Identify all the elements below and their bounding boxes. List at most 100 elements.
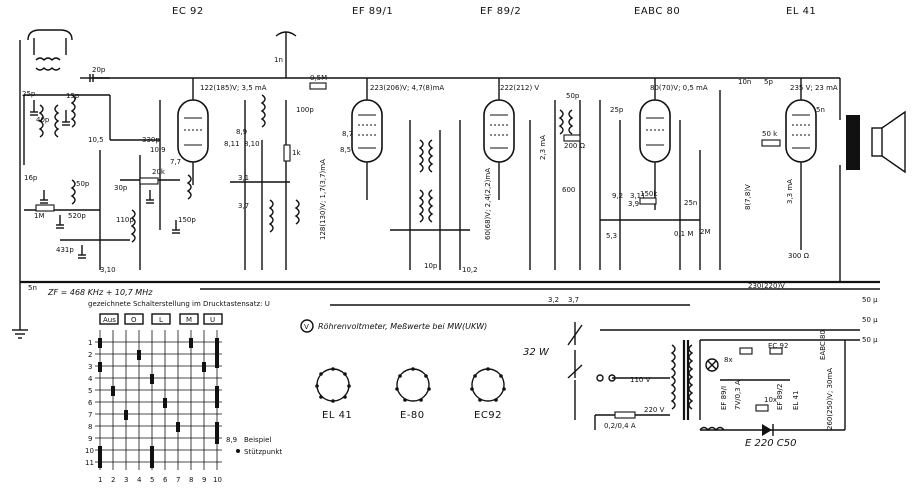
stage1-coils [230,94,300,270]
matrix-col-7: 7 [176,476,180,484]
resistor-150k [639,197,657,205]
res-label-0-5m: 0,5M [310,74,327,82]
cap-label-50u-1: 50 μ [862,296,878,304]
current-el41: 3,3 mA [786,179,794,204]
heater-label-eabc80: EABC 80 [819,330,827,360]
resistor-200 [563,134,581,142]
cap-label-5n: 5n [28,284,37,292]
res-label-0-1m: 0,1 M [674,230,693,238]
socket-label-el41: EL 41 [322,410,352,421]
legend-junction-dot [236,449,240,453]
matrix-row-4: 4 [88,375,93,383]
tube-el41 [785,78,817,250]
switch-label-8-5: 8,5 [340,146,351,154]
matrix-row-5: 5 [88,387,92,395]
fm-antenna-symbol [275,31,297,78]
cap-label-330p: 330p [142,136,160,144]
res-label-20k: 20k [152,168,166,176]
cap-label-10n: 10n [738,78,751,86]
tube-label-ef89-1: EF 89/1 [352,6,393,17]
matrix-header-u: U [210,316,215,324]
matrix-col-9: 9 [202,476,206,484]
tube-ec92 [177,78,209,185]
cap-label-10p: 10p [424,262,438,270]
switch-label-3-7-bottom: 3,7 [568,296,579,304]
voltmeter-note: Röhrenvoltmeter, Meßwerte bei MW(UKW) [318,322,487,331]
psu-voltage: 260(250)V; 30mA [826,368,834,430]
socket-label-ec92: EC92 [474,410,502,421]
output-transformer [839,78,860,282]
cap-label-5p: 5p [764,78,773,86]
matrix-row-9: 9 [88,435,92,443]
switch-label-8-10: 8,10 [244,140,260,148]
matrix-header-aus: Aus [103,316,116,324]
resistor-50k [761,139,781,147]
resistor-20k [139,177,159,185]
loudspeaker [871,110,906,174]
voltage-eabc80: 80(70)V; 0,5 mA [650,84,708,92]
matrix-row-2: 2 [88,351,92,359]
cap-label-25n: 25n [684,199,697,207]
matrix-col-5: 5 [150,476,154,484]
switch-label-8-7: 8,7 [342,130,353,138]
cap-label-20p: 20p [92,66,106,74]
matrix-header-m: M [186,316,192,324]
cap-label-30p: 30p [114,184,128,192]
res-label-50k: 50 k [762,130,778,138]
res-label-150k: 150k [640,190,658,198]
psu-res-8x: 8x [724,356,733,364]
matrix-row-11: 11 [85,459,94,467]
heater-label-7v: 7V/0,3 A [734,380,742,410]
switch-label-5-3: 5,3 [606,232,617,240]
res-label-300: 300 Ω [788,252,810,260]
cap-label-150p: 150p [178,216,196,224]
cap-label-110p: 110p [116,216,134,224]
socket-label-e80: E-80 [400,410,425,421]
heater-label-ef89-2: EF 89/2 [776,384,784,410]
resistor-0-5m [309,82,327,90]
cap-label-1n: 1n [274,56,283,64]
socket-e80 [395,367,431,402]
zf-note: ZF = 468 KHz + 10,7 MHz [47,288,153,297]
power-rating: 32 W [523,347,550,358]
voltage-ef89-1: 223(206)V; 4,7(8)mA [370,84,444,92]
switch-label-7-7: 7,7 [170,158,181,166]
resistor-1k [283,144,291,162]
voltage-el41: 235 V; 23 mA [790,84,838,92]
cap-label-100p: 100p [296,106,314,114]
current-ef89-2: 2,3 mA [539,135,547,160]
socket-el41 [315,367,351,403]
switch-label-3-1: 3,1 [238,174,249,182]
heater-label-el41: EL 41 [792,391,800,410]
voltage-el41-g2: 8(7,8)V [744,184,752,210]
switch-label-3-7: 3,7 [238,202,249,210]
matrix-row-1: 1 [88,339,92,347]
res-label-600: 600 [562,186,575,194]
matrix-row-8: 8 [88,423,92,431]
legend-junction: Stützpunkt [244,448,282,456]
tube-label-eabc80: EABC 80 [634,6,680,17]
res-label-2m: 2M [700,228,711,236]
cap-label-50u-2: 50 μ [862,316,878,324]
cap-label-16p: 16p [24,174,38,182]
matrix-col-8: 8 [189,476,193,484]
switch-matrix [95,313,223,470]
res-label-1m: 1M [34,212,45,220]
voltmeter-v: V [304,323,309,331]
matrix-row-6: 6 [88,399,93,407]
switch-label-9-2: 9,2 [612,192,623,200]
matrix-row-7: 7 [88,411,92,419]
voltage-b-plus: 230(220)V [748,282,785,290]
matrix-col-2: 2 [111,476,115,484]
heater-label-ef89-1: EF 89/I [720,386,728,410]
voltmeter-symbol [300,319,314,333]
if1-coils [390,120,470,270]
resistor-1m [35,204,55,212]
switch-caption: gezeichnete Schalterstellung im Drucktas… [88,300,270,308]
voltage-ef89-2-g2: 60(68)V; 2,4(2,2)mA [484,168,492,240]
tube-label-ec92: EC 92 [172,6,204,17]
cap-label-15p: 15p [66,92,80,100]
tube-label-ef89-2: EF 89/2 [480,6,521,17]
matrix-col-3: 3 [124,476,128,484]
heater-label-ec92: EC 92 [768,342,788,350]
